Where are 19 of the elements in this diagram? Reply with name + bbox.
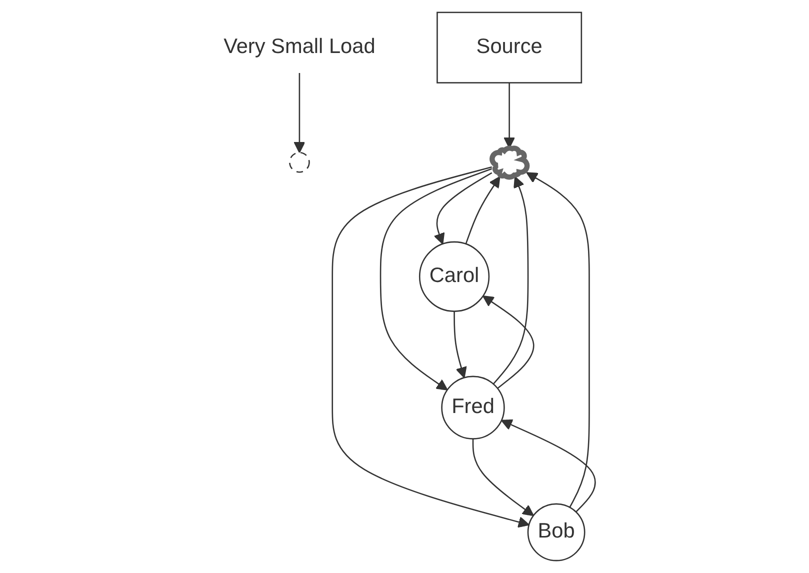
node-circle: Carol	[418, 241, 490, 312]
arrow	[454, 311, 467, 378]
arrow	[332, 166, 530, 528]
arrow	[504, 82, 516, 148]
node-cloud	[490, 146, 530, 180]
arrow	[472, 438, 534, 516]
arrow	[500, 419, 596, 512]
node-circle: Bob	[527, 503, 586, 562]
arrow	[380, 168, 492, 390]
arrow	[434, 172, 492, 244]
node-circle	[289, 152, 310, 173]
arrow	[482, 295, 534, 389]
arrow	[492, 176, 529, 384]
node-box: Source	[436, 12, 582, 84]
arrow	[465, 176, 500, 244]
arrow	[294, 73, 306, 154]
arrow	[526, 172, 590, 508]
node-circle: Fred	[441, 376, 505, 440]
node-text: Very Small Load	[224, 36, 376, 58]
